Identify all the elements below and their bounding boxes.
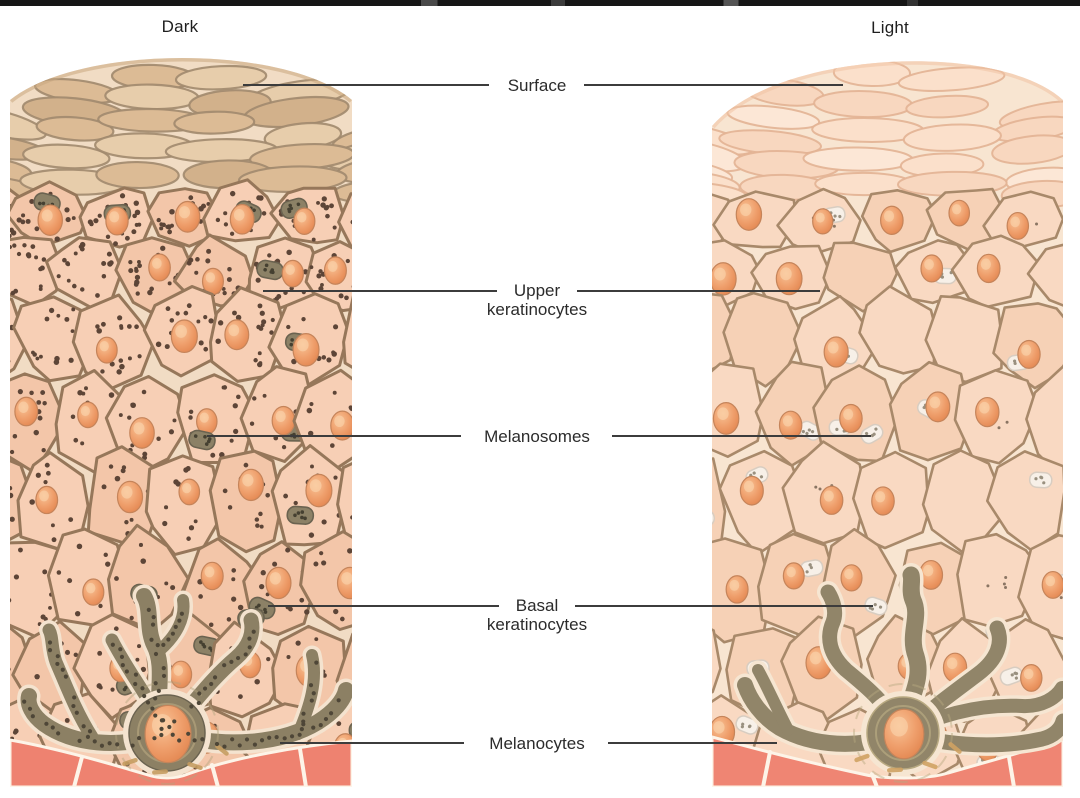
panel-title-light: Light	[871, 18, 909, 37]
label-melanocytes: Melanocytes	[489, 734, 585, 753]
label-upper-keratinocytes: Upper keratinocytes	[486, 281, 588, 319]
label-surface: Surface	[507, 76, 567, 95]
leader-line-upper-keratinocytes-right	[577, 290, 820, 292]
leader-line-basal-keratinocytes-left	[268, 605, 499, 607]
leader-line-basal-keratinocytes-right	[575, 605, 873, 607]
dark-skin-illustration	[10, 58, 352, 787]
leader-line-melanocytes-right	[608, 742, 777, 744]
light-skin-illustration	[712, 61, 1063, 787]
top-crop-bar	[0, 0, 1080, 6]
leader-line-melanosomes-left	[207, 435, 461, 437]
leader-line-surface-left	[243, 84, 489, 86]
leader-line-melanosomes-right	[612, 435, 871, 437]
leader-line-upper-keratinocytes-left	[263, 290, 497, 292]
panel-title-dark: Dark	[161, 17, 199, 36]
leader-line-surface-right	[584, 84, 843, 86]
leader-line-melanocytes-left	[280, 742, 464, 744]
label-basal-keratinocytes: Basal keratinocytes	[486, 596, 588, 634]
label-melanosomes: Melanosomes	[484, 427, 590, 446]
